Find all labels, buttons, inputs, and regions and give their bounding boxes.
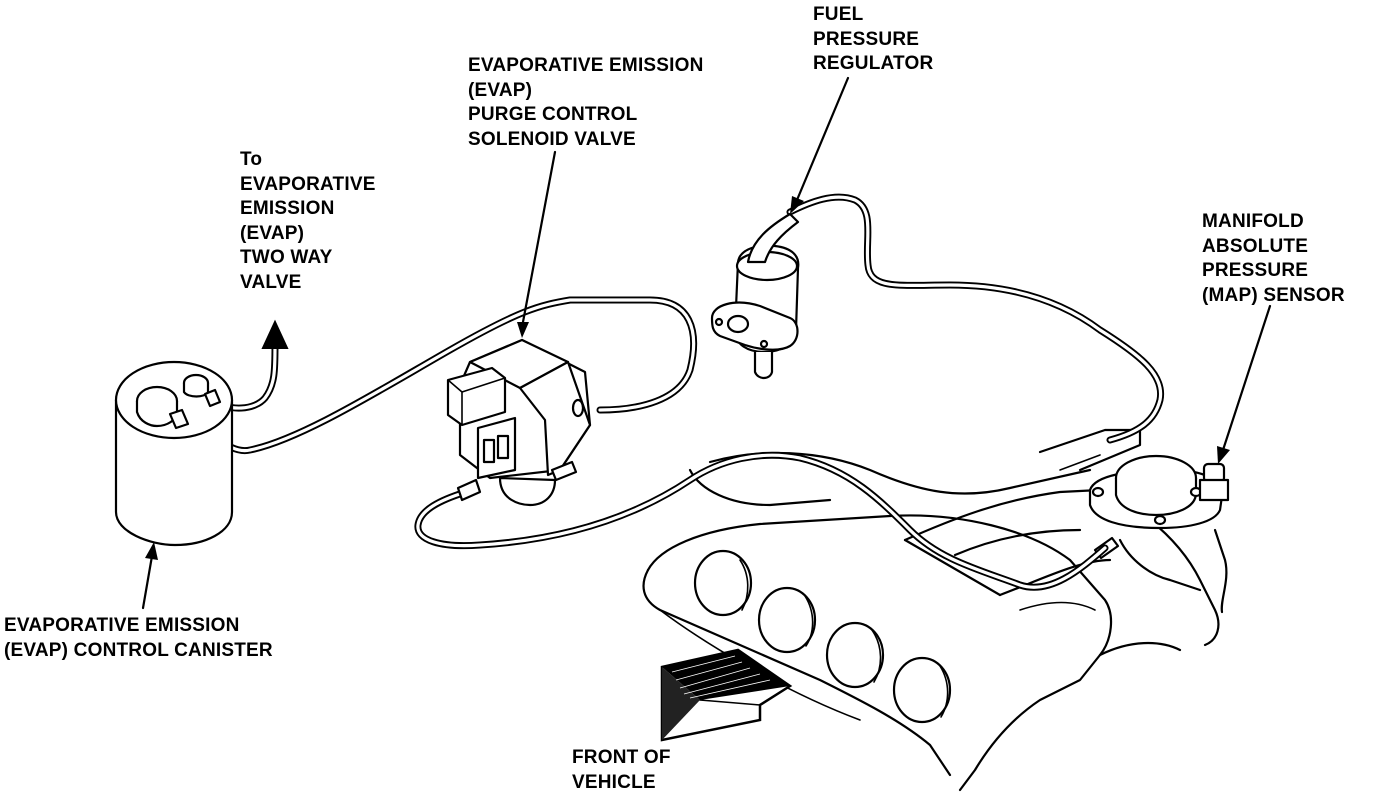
- label-canister: EVAPORATIVE EMISSION (EVAP) CONTROL CANI…: [4, 615, 273, 661]
- leader-lines: [141, 76, 1272, 610]
- purge-solenoid-valve: [446, 338, 592, 507]
- fuel-pressure-regulator: [710, 212, 800, 380]
- evap-canister: [114, 360, 234, 547]
- front-of-vehicle-arrow-icon: [660, 648, 793, 742]
- label-two-way-valve: To EVAPORATIVE EMISSION (EVAP) TWO WAY V…: [240, 149, 376, 293]
- intake-manifold: [642, 428, 1230, 792]
- label-map-sensor: MANIFOLD ABSOLUTE PRESSURE (MAP) SENSOR: [1202, 211, 1345, 306]
- label-front-of-vehicle: FRONT OF VEHICLE: [572, 747, 671, 793]
- label-fuel-regulator: FUEL PRESSURE REGULATOR: [813, 4, 934, 74]
- arrow-up-icon: [261, 319, 289, 349]
- label-purge-solenoid: EVAPORATIVE EMISSION (EVAP) PURGE CONTRO…: [468, 55, 704, 150]
